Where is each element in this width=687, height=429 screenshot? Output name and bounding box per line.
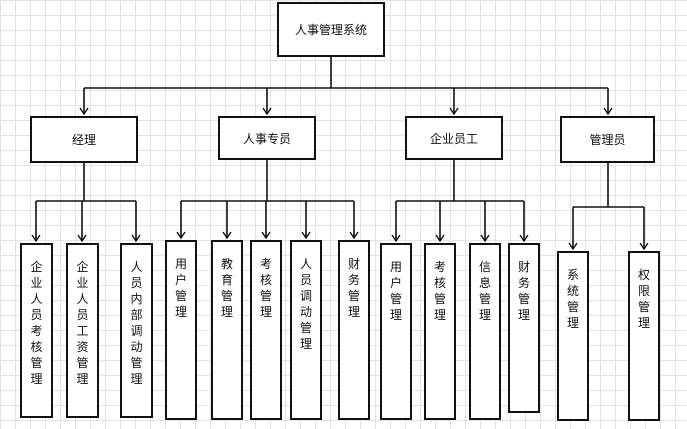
- group-box-employee: 企业员工: [405, 116, 503, 160]
- leaf-box: 权限管理: [628, 251, 660, 421]
- leaf-box: 人员调动管理: [290, 240, 322, 420]
- group-label: 人事专员: [242, 131, 291, 146]
- leaf-label: 用户管理: [174, 257, 187, 319]
- group-label: 企业员工: [429, 131, 478, 146]
- leaf-box: 人员内部调动管理: [120, 243, 153, 418]
- leaf-label: 考核管理: [259, 257, 272, 319]
- leaf-label: 信息管理: [478, 260, 491, 322]
- group-box-hr-specialist: 人事专员: [218, 116, 316, 160]
- leaf-box: 企业人员考核管理: [20, 243, 53, 418]
- group-label: 经理: [71, 133, 96, 147]
- leaf-box: 考核管理: [424, 243, 456, 420]
- leaf-box: 教育管理: [211, 240, 243, 420]
- leaf-label: 人员调动管理: [299, 257, 312, 351]
- leaf-label: 权限管理: [637, 268, 650, 330]
- root-box: 人事管理系统: [277, 2, 385, 57]
- leaf-box: 用户管理: [380, 243, 412, 420]
- leaf-label: 系统管理: [566, 268, 579, 330]
- leaf-box: 系统管理: [557, 251, 589, 421]
- leaf-box: 财务管理: [508, 243, 540, 413]
- leaf-box: 信息管理: [469, 243, 501, 420]
- group-label: 管理员: [589, 133, 626, 147]
- leaf-label: 人员内部调动管理: [130, 260, 143, 386]
- leaf-label: 用户管理: [389, 260, 402, 322]
- leaf-label: 考核管理: [433, 260, 446, 322]
- leaf-box: 财务管理: [338, 240, 370, 420]
- leaf-label: 财务管理: [347, 257, 360, 319]
- leaf-box: 用户管理: [165, 240, 197, 420]
- group-box-manager: 经理: [30, 116, 138, 163]
- leaf-box: 企业人员工资管理: [66, 243, 99, 418]
- group-box-admin: 管理员: [560, 116, 655, 163]
- leaf-label: 财务管理: [517, 260, 530, 322]
- leaf-label: 企业人员考核管理: [30, 260, 43, 386]
- leaf-label: 教育管理: [220, 257, 233, 319]
- leaf-label: 企业人员工资管理: [76, 260, 89, 386]
- root-label: 人事管理系统: [294, 23, 367, 37]
- leaf-box: 考核管理: [250, 240, 282, 420]
